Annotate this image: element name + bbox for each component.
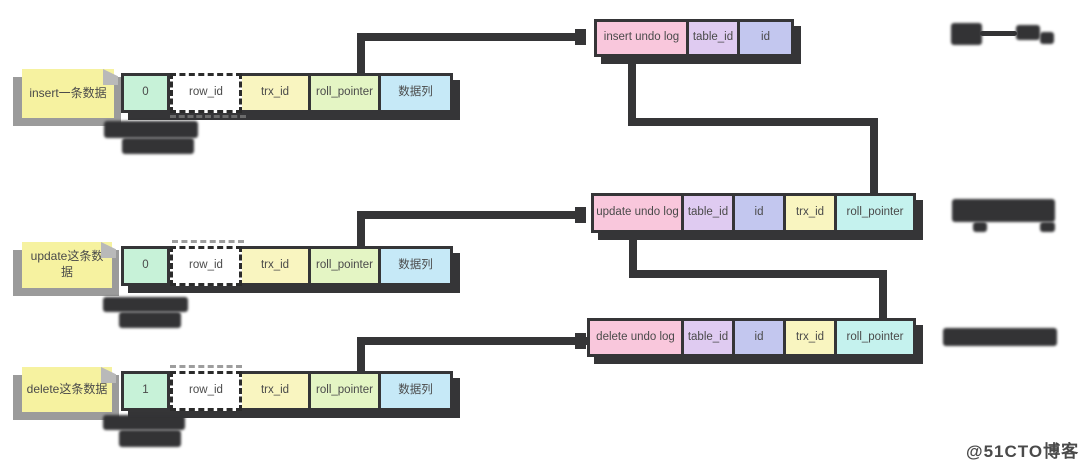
data-columns-cell: 数据列 [381,249,450,283]
redacted-text [1040,32,1054,44]
trx-id-cell: trx_id [242,76,311,110]
dashed-echo [170,365,242,368]
connector-insert-horizontal [357,33,585,41]
roll-pointer-cell: roll_pointer [837,321,913,354]
table-id-cell: table_id [684,196,735,230]
redacted-text [943,328,1057,346]
undo-title-cell: update undo log [594,196,684,230]
undo-log-row-update: update undo log table_id id trx_id roll_… [591,193,916,233]
undo-title-cell: delete undo log [590,321,684,354]
connector-undo1-drop [870,118,878,195]
row-id-cell: row_id [170,246,242,286]
note-fold-corner [101,242,116,258]
redacted-text [1016,25,1040,40]
sticky-note-insert: insert一条数据 [22,69,118,118]
note-fold-corner [101,367,116,383]
id-cell: id [735,196,786,230]
connector-undo2-across [629,270,887,278]
delete-flag-cell: 0 [124,76,170,110]
connector-delete-arrow-nub [575,333,586,349]
trx-id-cell: trx_id [242,249,311,283]
connector-undo2-drop [879,270,887,320]
redacted-text [104,121,198,138]
data-columns-cell: 数据列 [381,76,450,110]
delete-flag-cell: 0 [124,249,170,283]
dashed-echo [172,240,244,243]
redacted-text [119,430,181,447]
connector-insert-vertical [357,33,365,75]
connector-update-horizontal [357,211,585,219]
sticky-note-update: update这条数据 [22,242,116,288]
undo-log-row-insert: insert undo log table_id id [594,19,794,57]
trx-id-cell: trx_id [242,374,311,408]
redacted-text [103,297,188,312]
connector-update-arrow-nub [575,207,586,223]
undo-title-cell: insert undo log [597,22,689,54]
record-row-delete: 1 row_id trx_id roll_pointer 数据列 [121,371,453,411]
redacted-text [122,138,194,154]
trx-id-cell: trx_id [786,196,837,230]
connector-undo2-down [629,230,637,278]
trx-id-cell: trx_id [786,321,837,354]
connector-delete-vertical [357,337,365,374]
dashed-echo [170,115,246,118]
redacted-text [952,199,1055,222]
redacted-text [103,415,185,430]
redacted-text [951,23,982,45]
sticky-note-insert-label: insert一条数据 [29,85,107,100]
sticky-note-delete: delete这条数据 [22,367,116,412]
row-id-cell: row_id [170,371,242,411]
roll-pointer-cell: roll_pointer [311,249,381,283]
roll-pointer-cell: roll_pointer [311,76,381,110]
redacted-text [973,222,987,232]
id-cell: id [735,321,786,354]
connector-update-vertical [357,211,365,249]
id-cell: id [740,22,791,54]
redacted-text [119,312,181,328]
delete-flag-cell: 1 [124,374,170,408]
record-row-insert: 0 row_id trx_id roll_pointer 数据列 [121,73,453,113]
connector-insert-arrow-nub [575,29,586,45]
undo-log-row-delete: delete undo log table_id id trx_id roll_… [587,318,916,357]
note-fold-corner [103,69,118,85]
sticky-note-delete-label: delete这条数据 [26,381,108,396]
redacted-text [1040,222,1055,232]
roll-pointer-cell: roll_pointer [311,374,381,408]
roll-pointer-cell: roll_pointer [837,196,913,230]
table-id-cell: table_id [684,321,735,354]
connector-undo1-down [628,55,636,126]
sticky-note-update-label: update这条数据 [30,249,104,279]
record-row-update: 0 row_id trx_id roll_pointer 数据列 [121,246,453,286]
data-columns-cell: 数据列 [381,374,450,408]
connector-undo1-across [628,118,878,126]
row-id-cell: row_id [170,73,242,113]
redacted-line [980,31,1017,36]
watermark-51cto: @51CTO博客 [966,442,1080,461]
table-id-cell: table_id [689,22,740,54]
connector-delete-horizontal [357,337,587,345]
